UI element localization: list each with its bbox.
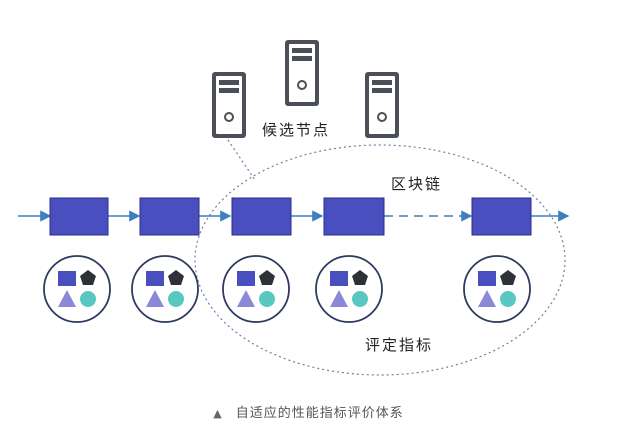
square-shape-icon xyxy=(330,271,348,286)
pentagon-shape-icon xyxy=(80,270,96,285)
indicator-circle xyxy=(222,255,290,323)
pentagon-shape-icon xyxy=(168,270,184,285)
pentagon-shape-icon xyxy=(500,270,516,285)
triangle-shape-icon xyxy=(330,290,348,307)
circle-shape-icon xyxy=(259,291,275,307)
circle-shape-icon xyxy=(168,291,184,307)
adaptive-evaluation-diagram: 候选节点 区块链 评定指标 xyxy=(18,40,570,376)
candidate-node-connector xyxy=(227,139,256,181)
server-icon xyxy=(285,40,319,106)
figure-caption: ▲ 自适应的性能指标评价体系 xyxy=(0,402,617,421)
indicator-circle xyxy=(43,255,111,323)
candidate-nodes-label: 候选节点 xyxy=(262,121,330,139)
server-icon xyxy=(212,72,246,138)
candidate-servers xyxy=(212,40,399,138)
circle-shape-icon xyxy=(80,291,96,307)
circle-shape-icon xyxy=(500,291,516,307)
block xyxy=(139,197,200,236)
triangle-shape-icon xyxy=(146,290,164,307)
square-shape-icon xyxy=(237,271,255,286)
triangle-shape-icon xyxy=(478,290,496,307)
indicator-circle xyxy=(315,255,383,323)
blockchain-label: 区块链 xyxy=(391,175,442,193)
indicator-circle xyxy=(131,255,199,323)
triangle-shape-icon xyxy=(237,290,255,307)
circle-shape-icon xyxy=(352,291,368,307)
square-shape-icon xyxy=(478,271,496,286)
server-icon xyxy=(365,72,399,138)
square-shape-icon xyxy=(58,271,76,286)
pentagon-shape-icon xyxy=(352,270,368,285)
evaluation-indicators-label: 评定指标 xyxy=(365,336,433,354)
triangle-shape-icon xyxy=(58,290,76,307)
caption-text: 自适应的性能指标评价体系 xyxy=(235,406,404,421)
caption-triangle-icon: ▲ xyxy=(213,407,223,420)
blocks xyxy=(49,197,532,236)
square-shape-icon xyxy=(146,271,164,286)
block xyxy=(471,197,532,236)
block xyxy=(49,197,109,236)
indicator-circles xyxy=(43,255,531,323)
block xyxy=(323,197,385,236)
block xyxy=(231,197,292,236)
evaluation-scope-ellipse xyxy=(194,144,566,376)
indicator-circle xyxy=(463,255,531,323)
pentagon-shape-icon xyxy=(259,270,275,285)
